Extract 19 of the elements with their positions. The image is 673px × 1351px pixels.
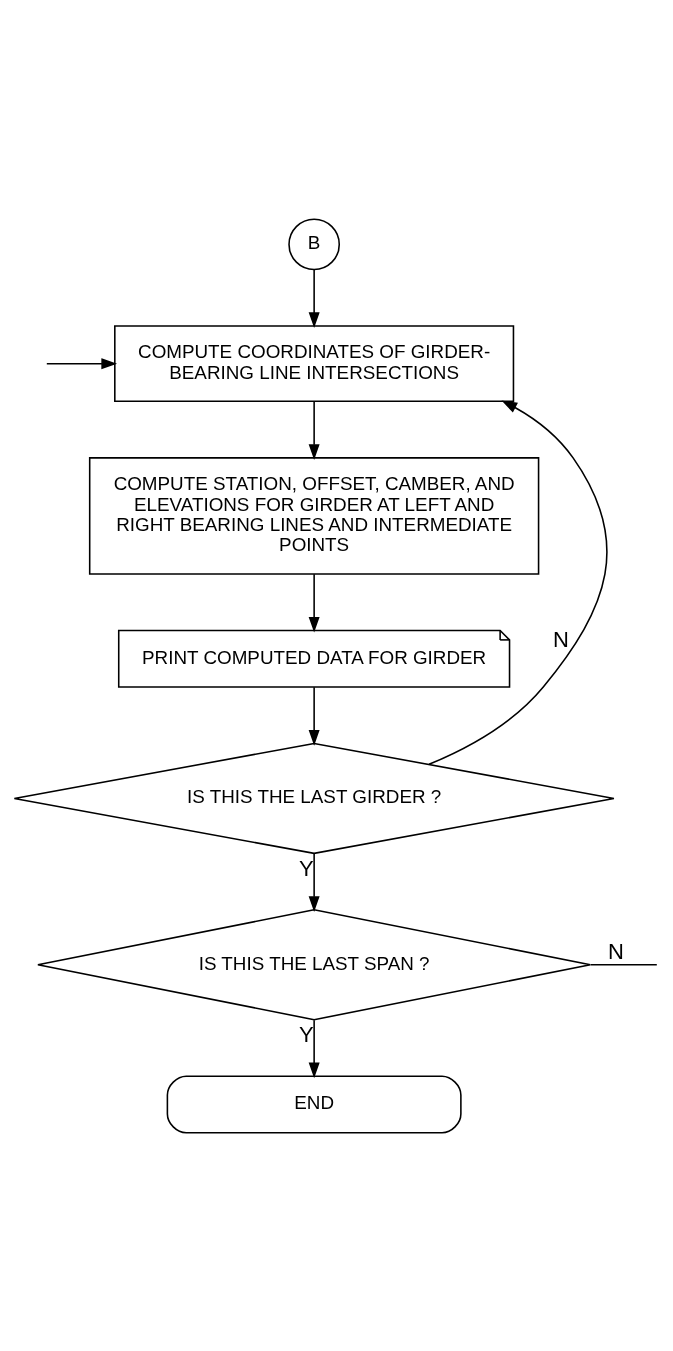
node-circle: B	[288, 218, 341, 270]
arrow	[428, 399, 608, 765]
edge-label: N	[553, 626, 569, 652]
connector	[589, 963, 658, 966]
node-box: COMPUTE STATION, OFFSET, CAMBER, AND ELEVATIONS FOR GIRDER AT LEFT AND RIGHT BEARING LINES AND INTERMEDIATE POINTS	[88, 456, 540, 575]
arrow	[308, 1019, 320, 1078]
arrow	[308, 686, 320, 746]
node-box: COMPUTE COORDINATES OF GIRDER-BEARING LINE INTERSECTIONS	[114, 324, 515, 402]
arrow	[308, 852, 320, 912]
node-box: END	[166, 1074, 462, 1133]
node-diamond: IS THIS THE LAST GIRDER ?	[13, 742, 615, 854]
arrow	[308, 573, 320, 633]
edge-label: N	[607, 938, 624, 964]
edge-label: Y	[298, 855, 314, 881]
arrow	[308, 400, 320, 460]
arrow	[308, 268, 320, 328]
edge-label: Y	[298, 1021, 314, 1047]
node-diamond: IS THIS THE LAST SPAN ?	[37, 908, 592, 1021]
arrow	[46, 357, 118, 369]
